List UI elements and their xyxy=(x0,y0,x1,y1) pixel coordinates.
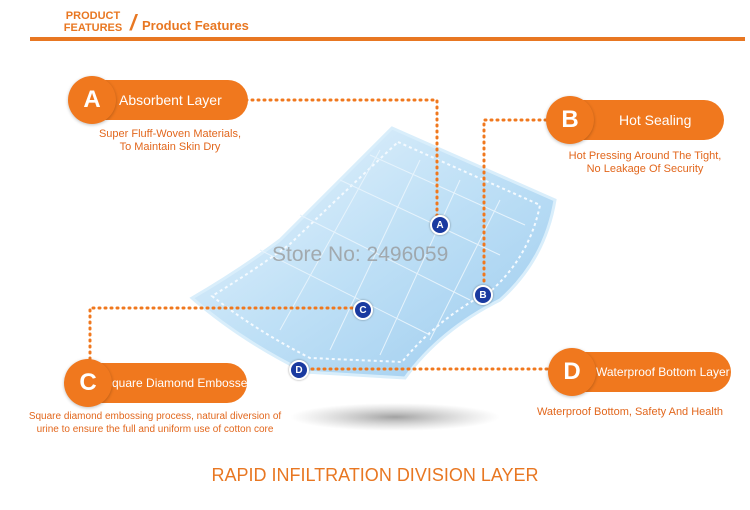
marker-a: A xyxy=(430,215,450,235)
pad-inner-edge xyxy=(210,140,542,364)
feature-b-letter: B xyxy=(546,96,594,144)
feature-c-desc-line1: Square diamond embossing process, natura… xyxy=(28,411,282,422)
feature-a-desc-line1: Super Fluff-Woven Materials, xyxy=(98,128,242,140)
feature-b-badge: B Hot Sealing xyxy=(546,96,724,144)
feature-d-label: Waterproof Bottom Layer xyxy=(596,365,730,379)
marker-c: C xyxy=(353,300,373,320)
feature-a-description: Super Fluff-Woven Materials, To Maintain… xyxy=(60,128,280,154)
feature-b-label: Hot Sealing xyxy=(619,112,692,128)
feature-a-letter: A xyxy=(68,76,116,124)
pad-shadow xyxy=(290,403,500,431)
pad-body xyxy=(189,126,557,380)
feature-d-badge: D Waterproof Bottom Layer xyxy=(548,348,731,396)
feature-a-badge: A Absorbent Layer xyxy=(68,76,248,124)
store-watermark: Store No: 2496059 xyxy=(272,243,449,266)
feature-a-desc-line2: To Maintain Skin Dry xyxy=(119,141,221,153)
feature-b-desc-line1: Hot Pressing Around The Tight, xyxy=(568,150,722,162)
header-title: Product Features xyxy=(142,18,249,33)
feature-a-label: Absorbent Layer xyxy=(119,92,222,108)
feature-c-description: Square diamond embossing process, natura… xyxy=(10,410,300,436)
feature-c-letter: C xyxy=(64,359,112,407)
feature-c-label: Square Diamond Embossed xyxy=(104,376,255,390)
feature-d-description: Waterproof Bottom, Safety And Health xyxy=(510,406,750,419)
marker-d: D xyxy=(289,360,309,380)
bottom-title: RAPID INFILTRATION DIVISION LAYER xyxy=(211,465,539,485)
feature-b-desc-line2: No Leakage Of Security xyxy=(586,163,704,175)
marker-b: B xyxy=(473,285,493,305)
feature-d-letter: D xyxy=(548,348,596,396)
header-slash: / xyxy=(130,10,137,35)
feature-c-desc-line2: urine to ensure the full and uniform use… xyxy=(36,424,274,435)
header-small-label: PRODUCT FEATURES xyxy=(58,10,128,34)
header-small-line2: FEATURES xyxy=(63,22,123,34)
header-small-line1: PRODUCT xyxy=(65,10,121,22)
feature-b-description: Hot Pressing Around The Tight, No Leakag… xyxy=(530,150,750,176)
feature-c-badge: C Square Diamond Embossed xyxy=(64,359,254,407)
pad-diamond-grid xyxy=(259,149,526,356)
dotted-connectors xyxy=(88,98,552,371)
feature-d-desc-line1: Waterproof Bottom, Safety And Health xyxy=(536,406,724,418)
header-divider xyxy=(30,37,745,41)
